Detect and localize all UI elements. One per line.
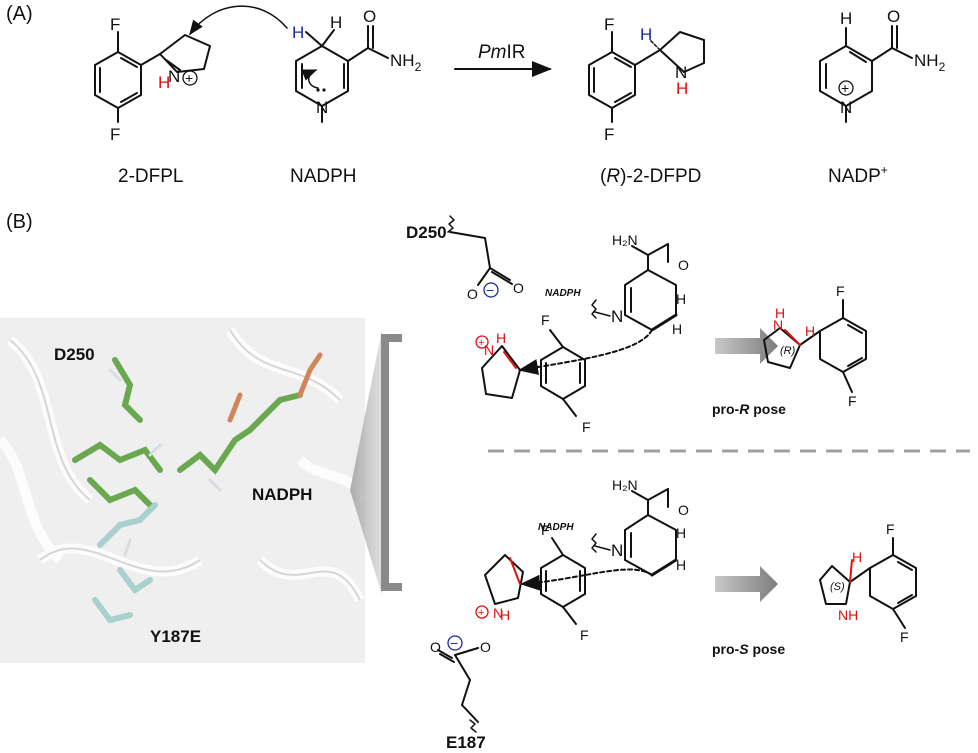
zoom-wedge [350,330,382,595]
atom-n: N [493,605,503,621]
panel-a-label: (A) [6,3,33,25]
atom-h-hydride: H [292,23,304,42]
cofactor-label: NADPH [290,166,357,187]
atom-h: H [500,607,510,623]
atom-h: H [840,9,852,28]
charge-plus: + [478,607,484,619]
nadph-tag: NADPH [545,288,581,299]
atom-h-hydride: H [640,25,652,44]
nadph-tag: NADPH [538,522,574,533]
atom-o: O [480,639,491,655]
atom-h: H [775,305,785,321]
atom-h: H [676,79,688,98]
pro-s-pose-label: pro-S pose [712,641,785,657]
atom-f: F [110,15,120,34]
panel-b-label: (B) [6,211,33,233]
atom-n: N [840,98,852,117]
atom-o: O [363,7,376,26]
oxidized-cofactor-label: NADP+ [828,163,888,187]
atom-o: O [430,639,441,655]
atom-f: F [836,283,845,299]
charge-plus: + [185,70,193,86]
atom-n: N [316,98,328,117]
residue-d250-label: D250 [54,345,95,364]
atom-h: H [496,330,506,346]
nadph-structure: H H O NH2 N [292,7,422,123]
atom-h: H [805,323,815,339]
atom-n: N [484,342,494,358]
pro-s-product-structure: H NH (S) F F [819,521,917,645]
pro-r-pose-diagram: O O − D250 H₂N O H H N NADPH F F H N [406,215,689,435]
product-label: (R)-2-DFPD [600,166,701,187]
substrate-label: 2-DFPL [118,166,183,187]
atom-o: O [467,286,478,302]
protein-docking-view: D250 NADPH Y187E [0,318,370,663]
atom-h: H [672,321,682,337]
atom-h: H [676,525,686,541]
stereo-r-label: (R) [780,345,796,357]
atom-f: F [604,15,614,34]
atom-h: H [852,549,862,565]
residue-y187e-label: Y187E [150,627,201,646]
substrate-2dfpl-structure: F F N H + [94,15,211,144]
atom-nh: NH [838,607,858,623]
zoom-bracket [381,334,402,591]
atom-n: N [675,63,687,82]
atom-f: F [110,125,120,144]
amide-nh2: H₂N [612,232,638,248]
atom-f: F [848,393,857,409]
stereo-s-label: (S) [830,581,845,593]
atom-f: F [580,627,589,643]
charge-plus: + [478,337,484,349]
residue-e187-label: E187 [446,733,486,752]
nadp-structure: H O NH2 N + [819,7,946,123]
atom-h: H [330,13,342,32]
atom-n: N [611,541,623,560]
product-2dfpd-structure: H N H F F [588,15,705,144]
atom-f: F [900,629,909,645]
atom-o: O [887,7,900,26]
hydride-transfer-arrow [189,5,288,36]
atom-o: O [513,280,524,296]
atom-f: F [582,419,591,435]
atom-nh2: NH2 [390,51,422,74]
atom-o: O [678,502,689,518]
pro-r-arrow [715,328,778,364]
atom-f: F [541,522,550,538]
atom-h: H [676,557,686,573]
atom-f: F [541,312,550,328]
residue-d250-label: D250 [406,223,447,242]
nadph-label: NADPH [252,485,312,504]
amide-nh2: H₂N [612,477,638,493]
pro-s-pose-diagram: H₂N O H H N NADPH F F H N + O O − E187 [430,477,689,752]
atom-h: H [158,73,170,92]
charge-minus: − [450,635,458,651]
atom-h: H [676,291,686,307]
pro-r-product-structure: H N H (R) F F [763,283,867,409]
atom-n: N [168,67,180,86]
enzyme-label: PmIR [478,42,526,63]
atom-n: N [611,307,623,326]
pro-r-pose-label: pro-R pose [712,401,786,417]
atom-f: F [886,521,895,537]
atom-nh2: NH2 [914,51,946,74]
charge-plus: + [841,80,849,96]
pro-s-arrow [715,566,778,602]
atom-f: F [604,125,614,144]
charge-minus: − [486,282,494,298]
atom-n: N [773,317,783,333]
atom-o: O [678,257,689,273]
